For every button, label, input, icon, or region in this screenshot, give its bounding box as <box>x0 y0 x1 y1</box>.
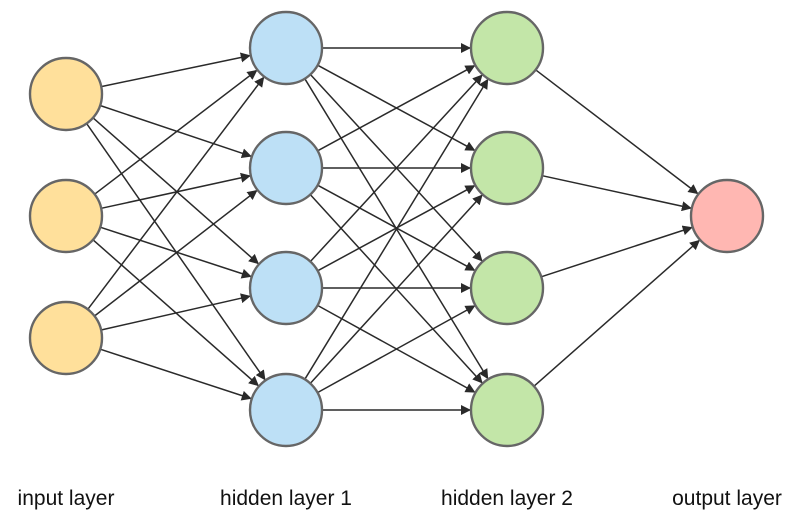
connection-arrow-hidden-1-4-to-hidden-2-1 <box>304 78 489 380</box>
connection-arrow-input-3-to-hidden-1-3 <box>100 293 251 331</box>
connection-arrow-hidden-1-2-to-hidden-2-1 <box>317 65 476 152</box>
connection-arrow-input-2-to-hidden-1-3 <box>99 226 252 279</box>
connection-arrow-hidden-1-3-to-hidden-2-2 <box>317 185 476 272</box>
neuron-hidden-2-3 <box>469 250 545 326</box>
connection-arrow-hidden-2-3-to-output-1 <box>540 225 693 278</box>
neuron-input-3 <box>28 300 104 376</box>
connection-arrow-input-1-to-hidden-1-3 <box>92 117 259 265</box>
connection-arrow-hidden-1-3-to-hidden-2-1 <box>309 74 483 263</box>
connection-arrow-input-1-to-hidden-1-1 <box>101 52 251 88</box>
connection-arrow-hidden-2-4-to-output-1 <box>533 239 700 387</box>
connection-arrow-input-2-to-hidden-1-2 <box>101 172 251 210</box>
connections <box>85 43 700 415</box>
connection-arrow-input-3-to-hidden-1-2 <box>94 189 258 317</box>
layer-label-output: output layer <box>672 487 782 510</box>
layer-label-input: input layer <box>18 487 115 510</box>
connection-arrow-input-3-to-hidden-1-1 <box>87 76 265 310</box>
connection-arrow-input-1-to-hidden-1-2 <box>99 104 252 159</box>
layer-label-hidden-2: hidden layer 2 <box>441 487 573 510</box>
neuron-hidden-1-1 <box>248 10 324 86</box>
neuron-hidden-1-3 <box>248 250 324 326</box>
connection-arrow-input-3-to-hidden-1-4 <box>99 348 252 401</box>
neuron-hidden-2-4 <box>469 372 545 448</box>
neuron-input-2 <box>28 178 104 254</box>
connection-arrow-hidden-2-2-to-output-1 <box>542 174 692 212</box>
neuron-output-1 <box>689 178 765 254</box>
connection-arrow-hidden-2-1-to-output-1 <box>535 69 699 195</box>
neuron-hidden-2-1 <box>469 10 545 86</box>
connection-arrow-hidden-1-4-to-hidden-2-3 <box>317 305 476 394</box>
neuron-hidden-1-2 <box>248 130 324 206</box>
neuron-input-1 <box>28 56 104 132</box>
connection-arrow-hidden-1-4-to-hidden-2-2 <box>309 194 483 384</box>
neuron-hidden-1-4 <box>248 372 324 448</box>
connection-arrow-input-2-to-hidden-1-1 <box>94 69 258 195</box>
neurons <box>28 10 765 448</box>
layer-label-hidden-1: hidden layer 1 <box>220 487 352 510</box>
neuron-hidden-2-2 <box>469 130 545 206</box>
